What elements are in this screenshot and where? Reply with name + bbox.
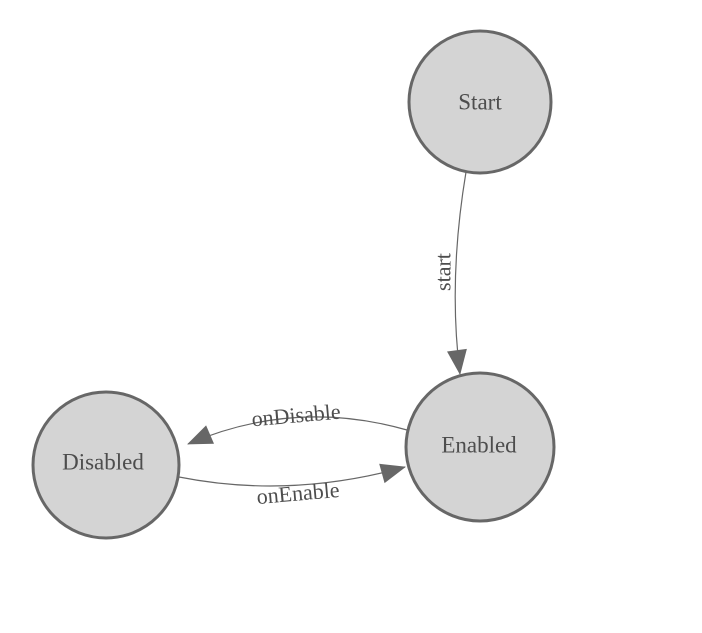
- state-node-enabled: [404, 371, 556, 523]
- transition-edge-start-to-enabled: [447, 171, 467, 375]
- state-node-enabled-label: Enabled: [441, 433, 517, 458]
- transition-label-ondisable: onDisable: [250, 399, 341, 432]
- state-node-start: [407, 29, 553, 175]
- state-node-disabled: [31, 390, 181, 540]
- transition-edge-enabled-to-disabled: [187, 416, 408, 445]
- transition-label-start: start: [431, 253, 456, 291]
- transition-edge-disabled-to-enabled: [178, 463, 406, 487]
- state-node-disabled-label: Disabled: [62, 450, 144, 475]
- state-node-start-label: Start: [458, 90, 502, 115]
- transition-label-onenable: onEnable: [256, 477, 341, 509]
